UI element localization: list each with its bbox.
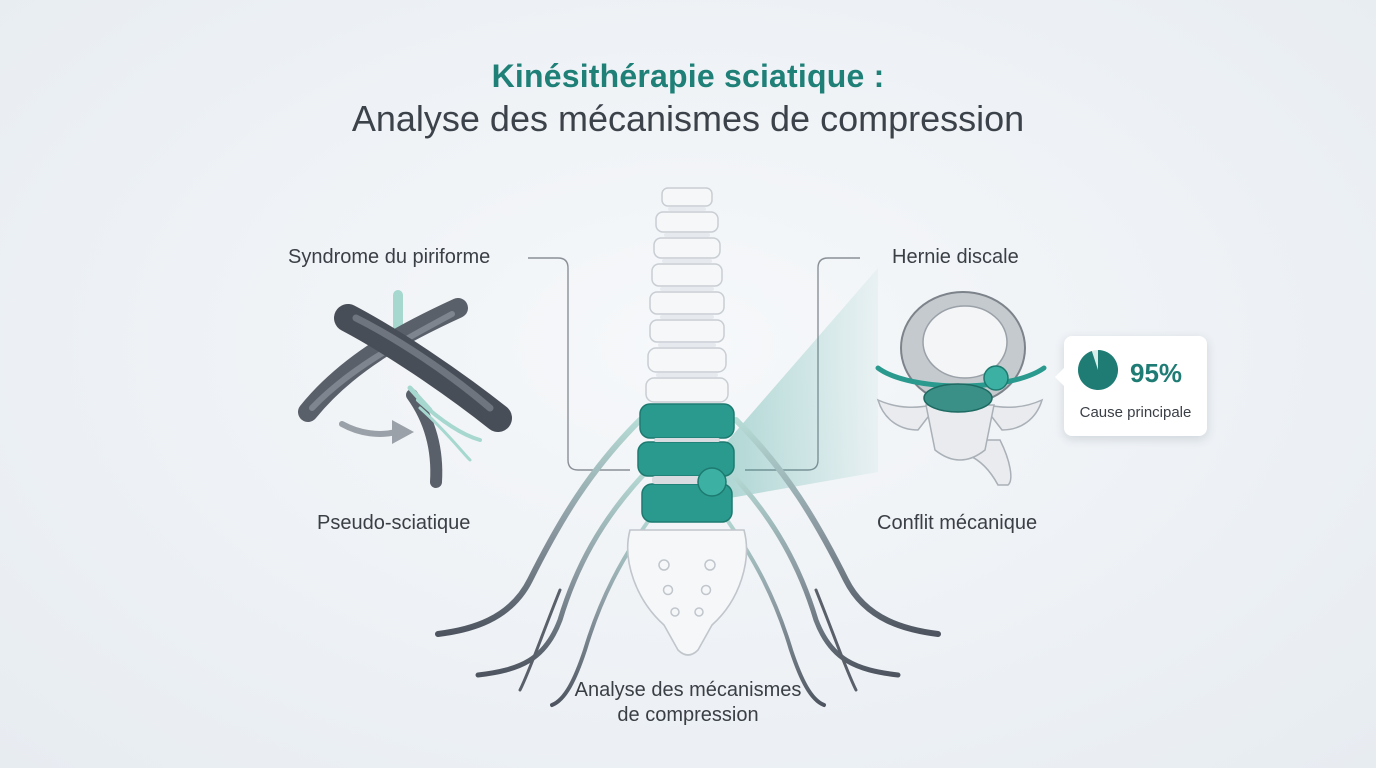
- stat-value: 95%: [1130, 358, 1183, 388]
- label-pseudo-sciatica: Pseudo-sciatique: [317, 512, 471, 534]
- page-subtitle: Analyse des mécanismes de compression: [351, 98, 1025, 139]
- piriformis-muscle-icon: [298, 290, 512, 488]
- label-piriformis-syndrome: Syndrome du piriforme: [288, 246, 491, 268]
- page-title: Kinésithérapie sciatique :: [491, 58, 885, 94]
- stat-card: 95% Cause principale: [1055, 336, 1207, 436]
- sciatic-nerves: [435, 417, 941, 707]
- bottom-caption-line2: de compression: [617, 704, 759, 726]
- arrow-right-icon: [339, 420, 414, 444]
- herniated-disc-icon: [875, 291, 1047, 486]
- spine-icon: [626, 187, 748, 656]
- pie-chart-icon: [1078, 350, 1119, 390]
- stat-label: Cause principale: [1079, 404, 1192, 421]
- bottom-caption-line1: Analyse des mécanismes: [574, 679, 802, 701]
- pie-slice: [1078, 350, 1119, 390]
- bottom-caption: Analyse des mécanismes de compression: [538, 678, 838, 728]
- label-disc-herniation: Hernie discale: [892, 246, 1019, 268]
- projection-beam: [718, 268, 878, 498]
- label-mechanical-conflict: Conflit mécanique: [877, 512, 1038, 534]
